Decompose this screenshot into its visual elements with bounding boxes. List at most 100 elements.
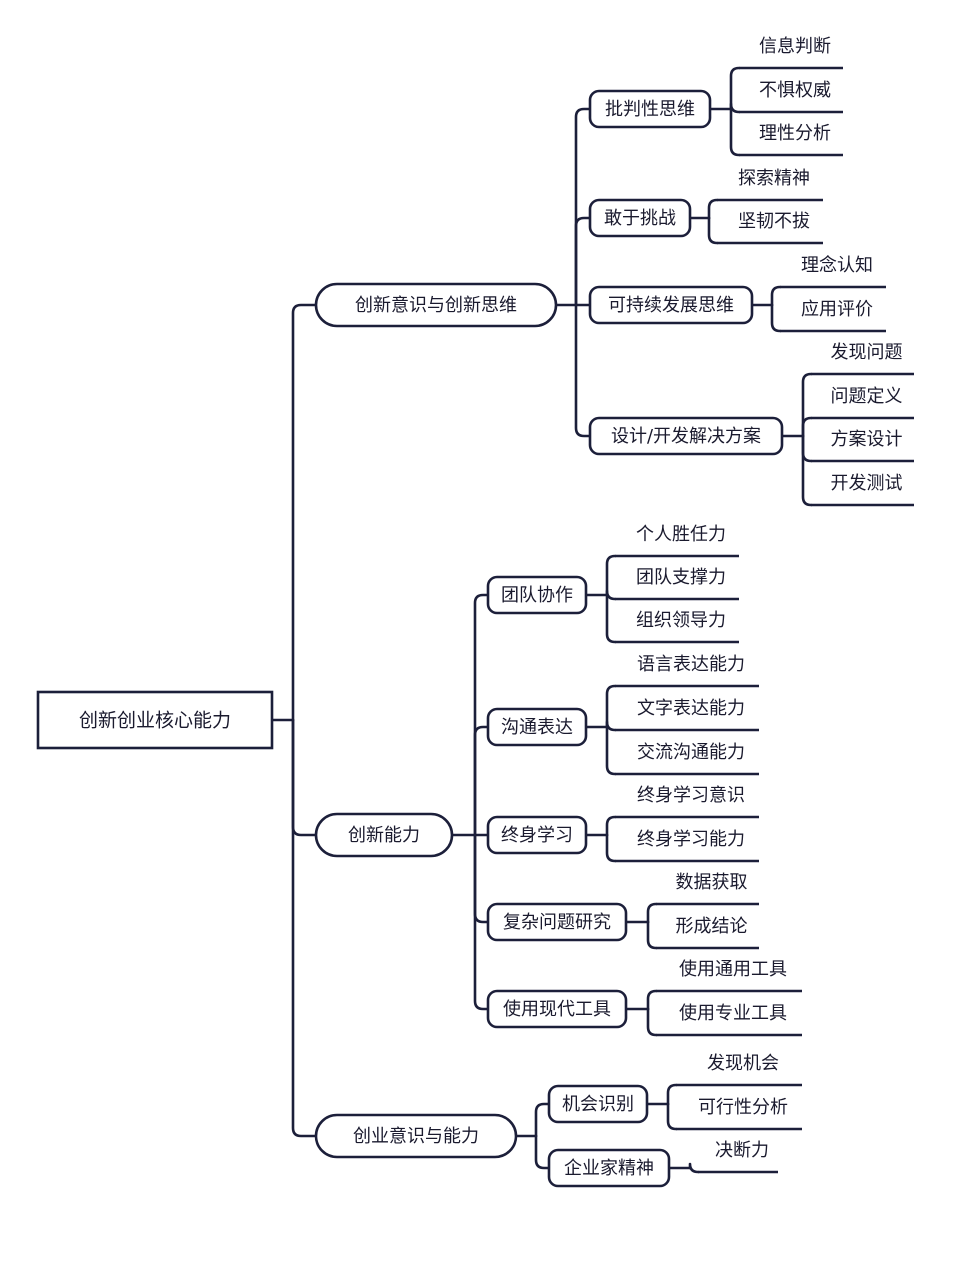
leaf-node[interactable]: 团队支撑力 bbox=[636, 567, 726, 588]
leaf-node[interactable]: 形成结论 bbox=[676, 916, 748, 937]
root-link bbox=[291, 718, 318, 837]
child-0-3-link bbox=[801, 416, 813, 438]
leaf-node[interactable]: 应用评价 bbox=[801, 299, 873, 320]
child-node-label: 使用现代工具 bbox=[503, 999, 611, 1020]
leaf-node[interactable]: 交流沟通能力 bbox=[637, 742, 745, 763]
child-node-box bbox=[486, 989, 628, 1029]
branch-node-box bbox=[314, 1113, 518, 1159]
branch-node[interactable]: 创新能力 bbox=[314, 812, 454, 858]
child-node-box bbox=[588, 89, 712, 129]
child-1-3-link bbox=[646, 902, 658, 924]
child-1-1-link bbox=[605, 720, 617, 732]
branch-node[interactable]: 创新意识与创新思维 bbox=[314, 282, 558, 328]
child-0-0-link bbox=[729, 102, 741, 114]
branch-node-box bbox=[314, 812, 454, 858]
child-node-box bbox=[547, 1084, 649, 1124]
child-node[interactable]: 可持续发展思维 bbox=[588, 285, 754, 325]
child-node-label: 设计/开发解决方案 bbox=[611, 426, 761, 447]
child-node[interactable]: 机会识别 bbox=[547, 1084, 649, 1124]
branch-0-link bbox=[574, 107, 592, 307]
child-node-box bbox=[588, 285, 754, 325]
leaf-node[interactable]: 组织领导力 bbox=[636, 610, 726, 631]
leaf-node[interactable]: 方案设计 bbox=[831, 429, 903, 450]
branch-node-label: 创新意识与创新思维 bbox=[355, 295, 517, 316]
leaf-node[interactable]: 使用专业工具 bbox=[679, 1003, 787, 1024]
child-node[interactable]: 设计/开发解决方案 bbox=[588, 416, 784, 456]
branch-2-link bbox=[534, 1134, 551, 1170]
child-1-0-link bbox=[605, 593, 617, 644]
leaf-node[interactable]: 理念认知 bbox=[801, 254, 873, 276]
child-1-4-link bbox=[646, 989, 658, 1011]
leaf-node[interactable]: 开发测试 bbox=[831, 473, 903, 494]
leaf-node[interactable]: 坚韧不拔 bbox=[738, 211, 810, 232]
leaf-node[interactable]: 发现机会 bbox=[707, 1053, 779, 1074]
child-node[interactable]: 企业家精神 bbox=[547, 1148, 671, 1188]
child-1-0-link bbox=[605, 554, 617, 597]
child-1-1-link bbox=[605, 725, 617, 776]
child-node-label: 终身学习 bbox=[501, 825, 573, 846]
child-node[interactable]: 沟通表达 bbox=[486, 707, 588, 747]
branch-node-label: 创业意识与能力 bbox=[353, 1126, 479, 1147]
child-0-3-link bbox=[801, 434, 813, 507]
leaf-node[interactable]: 发现问题 bbox=[831, 342, 903, 363]
branch-1-link bbox=[473, 593, 490, 837]
leaf-node[interactable]: 使用通用工具 bbox=[679, 959, 787, 980]
child-node[interactable]: 批判性思维 bbox=[588, 89, 712, 129]
child-node-label: 可持续发展思维 bbox=[608, 295, 734, 316]
branch-node-label: 创新能力 bbox=[348, 825, 420, 846]
child-node-box bbox=[486, 815, 588, 855]
connector-lines bbox=[270, 66, 914, 1174]
child-0-2-link bbox=[770, 285, 782, 307]
leaf-node[interactable]: 决断力 bbox=[715, 1140, 769, 1161]
child-0-0-link bbox=[729, 107, 741, 157]
leaf-node[interactable]: 个人胜任力 bbox=[636, 524, 726, 545]
leaf-node[interactable]: 问题定义 bbox=[831, 386, 903, 407]
child-0-2-link bbox=[770, 303, 782, 333]
root-node-box bbox=[36, 690, 274, 750]
child-node-box bbox=[588, 198, 692, 238]
child-1-2-link bbox=[605, 815, 617, 837]
child-node-label: 敢于挑战 bbox=[604, 208, 676, 229]
child-node[interactable]: 终身学习 bbox=[486, 815, 588, 855]
root-node-label: 创新创业核心能力 bbox=[79, 710, 231, 732]
leaf-node[interactable]: 终身学习意识 bbox=[637, 785, 745, 806]
branch-1-link bbox=[473, 725, 490, 837]
child-node-label: 复杂问题研究 bbox=[503, 912, 611, 933]
branch-1-link bbox=[473, 833, 490, 1011]
leaf-node[interactable]: 数据获取 bbox=[676, 872, 748, 893]
child-node-label: 沟通表达 bbox=[501, 717, 573, 738]
child-1-0-link bbox=[605, 589, 617, 601]
child-1-2-link bbox=[605, 833, 617, 863]
leaf-node[interactable]: 不惧权威 bbox=[759, 80, 831, 101]
child-node-label: 批判性思维 bbox=[605, 99, 695, 120]
child-0-0-link bbox=[729, 66, 741, 111]
child-node[interactable]: 使用现代工具 bbox=[486, 989, 628, 1029]
child-node[interactable]: 团队协作 bbox=[486, 575, 588, 615]
branch-node-box bbox=[314, 282, 558, 328]
child-node-label: 团队协作 bbox=[501, 585, 573, 606]
child-1-4-link bbox=[646, 1007, 658, 1037]
child-node[interactable]: 敢于挑战 bbox=[588, 198, 692, 238]
leaf-node[interactable]: 理性分析 bbox=[759, 123, 831, 144]
child-2-0-link bbox=[666, 1102, 678, 1131]
leaf-node[interactable]: 探索精神 bbox=[738, 168, 810, 189]
root-node[interactable]: 创新创业核心能力 bbox=[36, 690, 274, 750]
branch-1-link bbox=[473, 833, 490, 924]
leaf-node[interactable]: 终身学习能力 bbox=[637, 829, 745, 850]
child-2-1-link bbox=[688, 1162, 700, 1174]
child-1-1-link bbox=[605, 684, 617, 729]
child-node-box bbox=[486, 902, 628, 942]
leaf-node[interactable]: 信息判断 bbox=[759, 36, 831, 57]
leaf-node[interactable]: 语言表达能力 bbox=[637, 654, 745, 675]
branch-node[interactable]: 创业意识与能力 bbox=[314, 1113, 518, 1159]
leaf-node[interactable]: 可行性分析 bbox=[698, 1097, 788, 1118]
child-0-1-link bbox=[707, 198, 719, 220]
child-node-box bbox=[486, 707, 588, 747]
leaf-node[interactable]: 文字表达能力 bbox=[637, 698, 745, 719]
child-node[interactable]: 复杂问题研究 bbox=[486, 902, 628, 942]
child-node-label: 机会识别 bbox=[562, 1094, 634, 1115]
child-node-box bbox=[588, 416, 784, 456]
branch-0-link bbox=[574, 216, 592, 307]
root-link bbox=[291, 718, 318, 1138]
